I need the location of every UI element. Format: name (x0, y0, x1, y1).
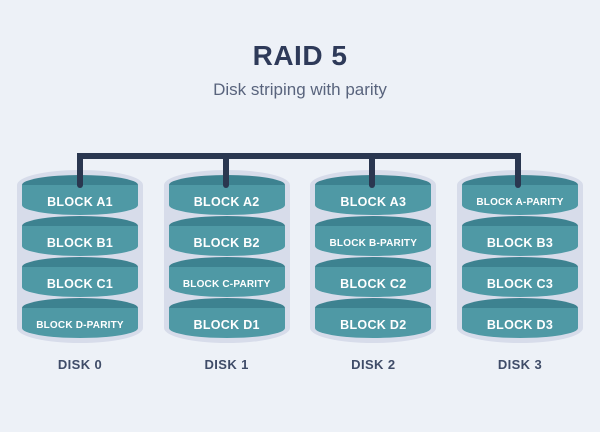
disk-label: DISK 3 (497, 357, 543, 372)
disk-stack: BLOCK A3 BLOCK B-PARITY BLOCK C2 BLOCK D2 (310, 170, 437, 343)
disk-label: DISK 0 (57, 357, 103, 372)
disk-block: BLOCK A1 (22, 175, 138, 215)
block-label: BLOCK B2 (193, 236, 260, 250)
cylinder-body (22, 185, 138, 215)
disk-block: BLOCK A2 (168, 175, 285, 215)
cylinder-body (461, 267, 578, 297)
disk-block: BLOCK C1 (22, 257, 138, 297)
cylinder-body (22, 267, 138, 297)
disk-label: DISK 1 (204, 357, 249, 372)
cylinder-body (168, 185, 285, 215)
disk-column: BLOCK A2 BLOCK B2 BLOCK C-PARITY BLOCK D1 D… (163, 170, 290, 372)
disk-block: BLOCK B2 (168, 216, 285, 256)
cylinder-body (168, 267, 285, 297)
page-title: RAID 5 (252, 40, 348, 71)
cylinder-body (461, 226, 578, 256)
cylinder-body (315, 308, 432, 338)
page-subtitle: Disk striping with parity (213, 80, 387, 99)
cylinder-body (315, 267, 432, 297)
disk-stack: BLOCK A2 BLOCK B2 BLOCK C-PARITY BLOCK D1 (163, 170, 290, 343)
block-label: BLOCK B3 (486, 236, 554, 250)
block-label: BLOCK A3 (340, 195, 407, 209)
disk-block: BLOCK C3 (461, 257, 578, 297)
disk-block: BLOCK D2 (315, 298, 432, 338)
block-label: BLOCK A-PARITY (476, 196, 564, 208)
disk-stack: BLOCK A1 BLOCK B1 BLOCK C1 BLOCK D-PARITY (17, 170, 143, 343)
bus-horizontal-line (77, 153, 521, 159)
block-label: BLOCK D-PARITY (36, 319, 124, 331)
block-label: BLOCK C2 (340, 277, 407, 291)
disk-label: DISK 2 (351, 357, 396, 372)
block-label: BLOCK D2 (340, 318, 407, 332)
disk-block: BLOCK D-PARITY (22, 298, 138, 338)
disk-stack: BLOCK A-PARITY BLOCK B3 BLOCK C3 BLOCK D3 (456, 170, 583, 343)
block-label: BLOCK A1 (47, 195, 113, 209)
disk-block: BLOCK B-PARITY (315, 216, 432, 256)
block-label: BLOCK D1 (193, 318, 260, 332)
bus-drop-disk2 (369, 153, 375, 188)
block-label: BLOCK C3 (486, 277, 554, 291)
cylinder-body (168, 308, 285, 338)
disk-block: BLOCK D1 (168, 298, 285, 338)
disk-block: BLOCK B1 (22, 216, 138, 256)
block-label: BLOCK A2 (193, 195, 260, 209)
bus-drop-disk0 (77, 153, 83, 188)
disk-block: BLOCK D3 (461, 298, 578, 338)
block-label: BLOCK D3 (486, 318, 554, 332)
cylinder-body (315, 226, 432, 256)
cylinder-body (315, 185, 432, 215)
block-label: BLOCK B-PARITY (329, 237, 418, 249)
block-label: BLOCK C1 (46, 277, 114, 291)
cylinder-body (461, 185, 578, 215)
disk-block: BLOCK C2 (315, 257, 432, 297)
disk-block: BLOCK C-PARITY (168, 257, 285, 297)
cylinder-body (22, 226, 138, 256)
disk-column: BLOCK A-PARITY BLOCK B3 BLOCK C3 BLOCK D3 D… (456, 170, 583, 372)
block-label: BLOCK C-PARITY (182, 278, 271, 290)
disk-column: BLOCK A3 BLOCK B-PARITY BLOCK C2 BLOCK D2 D… (310, 170, 437, 372)
bus-drop-disk3 (515, 153, 521, 188)
block-label: BLOCK B1 (46, 236, 114, 250)
bus-drop-disk1 (223, 153, 229, 188)
disks-row: BLOCK A1 BLOCK B1 BLOCK C1 BLOCK D-PARITY D… (17, 170, 583, 372)
cylinder-body (461, 308, 578, 338)
cylinder-body (22, 308, 138, 338)
disk-column: BLOCK A1 BLOCK B1 BLOCK C1 BLOCK D-PARITY D… (17, 170, 143, 372)
cylinder-body (168, 226, 285, 256)
disk-block: BLOCK B3 (461, 216, 578, 256)
